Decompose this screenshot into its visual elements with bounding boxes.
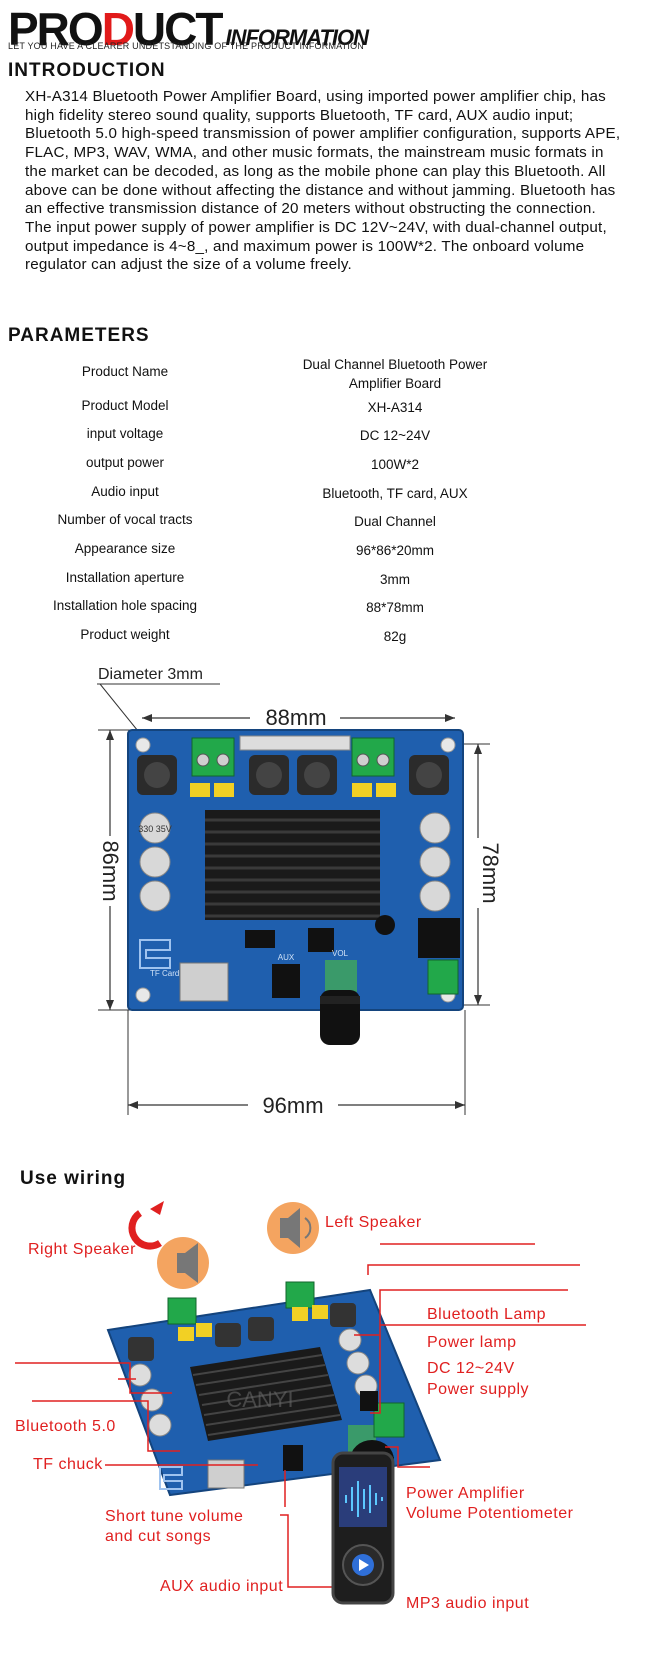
cap-label: 330 35V bbox=[138, 824, 172, 834]
parameter-value: 3mm bbox=[380, 572, 410, 587]
parameter-name: Product Name bbox=[81, 364, 169, 379]
left-speaker-icon bbox=[267, 1202, 319, 1254]
parameter-value: DC 12~24V bbox=[359, 428, 431, 443]
brand-prefix: PRO bbox=[8, 3, 104, 55]
parameter-value: XH-A314 bbox=[367, 400, 423, 415]
mp3-player-icon bbox=[331, 1451, 395, 1605]
brand-sub: INFORMATION bbox=[225, 25, 369, 50]
introduction-text: XH-A314 Bluetooth Power Amplifier Board,… bbox=[25, 88, 621, 274]
height-board-label: 86mm bbox=[98, 840, 123, 901]
parameter-value: Dual Channel bbox=[354, 514, 436, 529]
parameters-heading: PARAMETERS bbox=[8, 325, 150, 346]
brand-logo-icon bbox=[128, 1201, 164, 1250]
tf-card-mark: TF Card bbox=[150, 969, 179, 978]
height-holes-label: 78mm bbox=[478, 842, 503, 903]
bluetooth-50-label: Bluetooth 5.0 bbox=[15, 1418, 116, 1435]
parameter-name: Number of vocal tracts bbox=[57, 512, 193, 527]
width-board-label: 96mm bbox=[262, 1093, 323, 1118]
short-tune-label-1: Short tune volume bbox=[105, 1508, 244, 1525]
parameter-value: Bluetooth, TF card, AUX bbox=[322, 486, 468, 501]
mp3-input-label: MP3 audio input bbox=[406, 1595, 530, 1612]
parameter-name: Appearance size bbox=[74, 541, 176, 556]
aux-input-label: AUX audio input bbox=[160, 1578, 284, 1595]
parameter-name: Product Model bbox=[81, 398, 169, 413]
tf-chuck-label: TF chuck bbox=[33, 1456, 103, 1473]
watermark: CANYI bbox=[226, 1387, 293, 1412]
potentiometer-label-1: Power Amplifier bbox=[406, 1485, 525, 1502]
bluetooth-lamp-label: Bluetooth Lamp bbox=[427, 1306, 547, 1323]
potentiometer-label-2: Volume Potentiometer bbox=[406, 1505, 574, 1522]
power-lamp-label: Power lamp bbox=[427, 1334, 517, 1351]
aux-mark: AUX bbox=[278, 953, 295, 962]
wiring-pcb-board: CANYI bbox=[106, 1281, 442, 1497]
power-supply-voltage-label: DC 12~24V bbox=[427, 1360, 515, 1377]
right-speaker-icon bbox=[157, 1237, 209, 1289]
wiring-heading: Use wiring bbox=[20, 1168, 127, 1189]
parameter-value: 88*78mm bbox=[366, 600, 424, 615]
parameter-name: Installation hole spacing bbox=[52, 598, 198, 613]
power-supply-label: Power supply bbox=[427, 1381, 530, 1398]
brand-red-letter: D bbox=[101, 3, 135, 55]
parameter-value: Dual Channel Bluetooth Power Amplifier B… bbox=[302, 357, 488, 391]
wiring-diagram: CANYI bbox=[15, 1201, 586, 1605]
vol-mark: VOL bbox=[332, 949, 349, 958]
parameter-name: Product weight bbox=[80, 627, 170, 642]
parameter-name: Audio input bbox=[91, 484, 159, 499]
width-holes-label: 88mm bbox=[265, 705, 326, 730]
introduction-heading: INTRODUCTION bbox=[8, 60, 166, 81]
parameter-name: output power bbox=[85, 455, 165, 470]
left-speaker-label: Left Speaker bbox=[325, 1214, 422, 1231]
tagline: LET YOU HAVE A CLEARER UNDETSTANDING OF … bbox=[8, 41, 364, 51]
parameter-name: Installation aperture bbox=[65, 570, 185, 585]
pcb-board: 330 35V TF Card AUX VOL bbox=[127, 729, 464, 1011]
brand-suffix: UCT bbox=[132, 3, 224, 55]
parameter-value: 96*86*20mm bbox=[355, 543, 435, 558]
parameter-value: 82g bbox=[383, 629, 407, 644]
diameter-label: Diameter 3mm bbox=[98, 666, 203, 683]
parameter-value: 100W*2 bbox=[370, 457, 420, 472]
parameter-name: input voltage bbox=[86, 426, 164, 441]
short-tune-label-2: and cut songs bbox=[105, 1528, 212, 1545]
right-speaker-label: Right Speaker bbox=[28, 1241, 136, 1258]
dimension-diagram: Diameter 3mm 88mm 86mm 78mm 96mm bbox=[97, 666, 503, 1118]
